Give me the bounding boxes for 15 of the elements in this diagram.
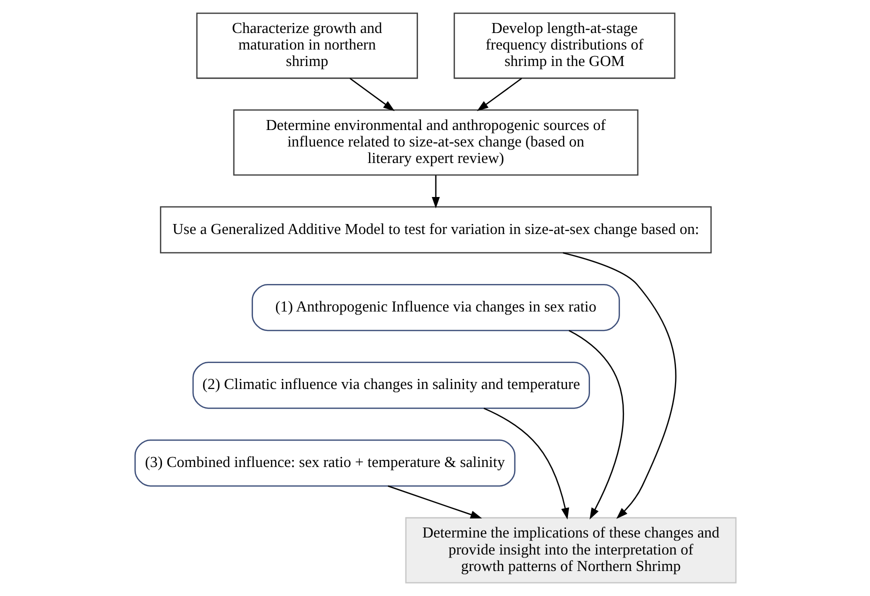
node-box: Develop length-at-stage frequency distributions of shrimp in the GOM: [453, 12, 675, 79]
node-box: (2) Climatic influence via changes in salinity and temperature: [192, 362, 590, 409]
arrow: [483, 408, 569, 520]
node-box: (3) Combined influence: sex ratio + temperature & salinity: [134, 439, 515, 487]
arrow: [568, 330, 624, 520]
arrow: [387, 485, 482, 518]
node-box: Determine environmental and anthropogenic sources of influence related to size-at-sex change (based on literary expert review): [232, 109, 638, 176]
node-box: Characterize growth and maturation in northern shrimp: [196, 12, 418, 79]
arrow: [562, 252, 676, 519]
arrow: [349, 78, 394, 112]
node-box: Use a Generalized Additive Model to test for variation in size-at-sex change based on:: [159, 206, 712, 254]
arrow: [431, 175, 440, 208]
node-box: Determine the implications of these changes and provide insight into the interpretation of growth patterns of Northern Shrimp: [404, 517, 736, 584]
node-box: (1) Anthropogenic Influence via changes in sex ratio: [251, 284, 620, 332]
arrow: [476, 78, 522, 112]
